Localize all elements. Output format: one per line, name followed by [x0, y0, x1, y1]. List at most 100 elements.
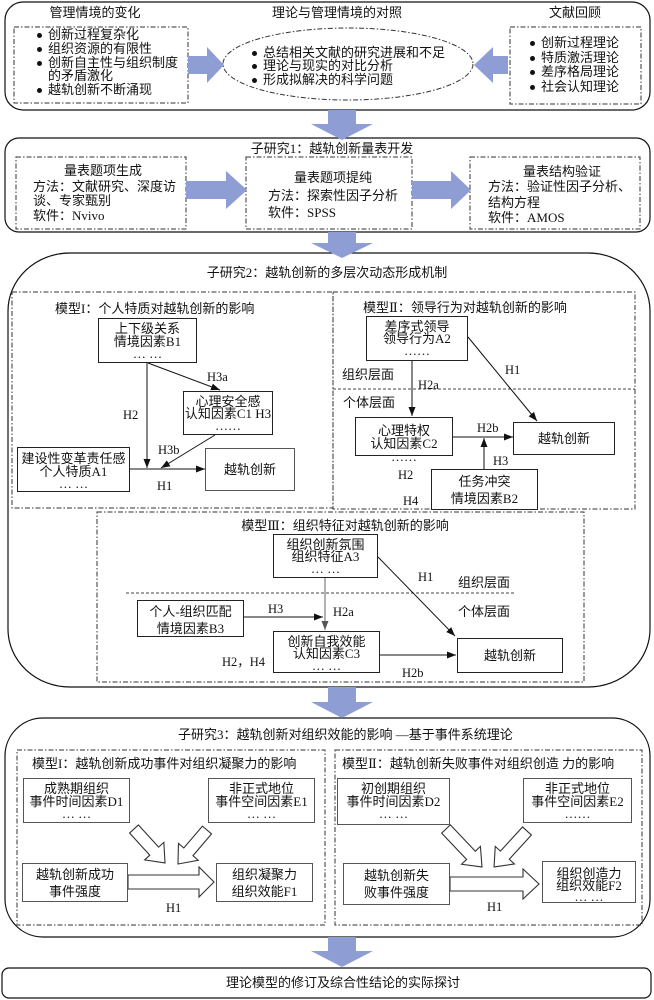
hypothesis-label-h1: H1	[487, 900, 503, 914]
hollow-arrow-d2-icon	[440, 824, 483, 868]
node-c2: 心理特权 认知因素C2 ……	[355, 417, 453, 463]
node-b3: 个人-组织匹配 情境因素B3	[137, 600, 244, 637]
node-b1: 上下级关系 情境因素B1 … …	[98, 318, 197, 363]
comparison-title: 理论与管理情境的对照	[271, 5, 402, 20]
literature-review-box	[509, 26, 642, 105]
context-item-continuation: 的矛盾激化	[37, 69, 113, 83]
node-c1: 心理安全感 认知因素C1 H3 ……	[183, 391, 273, 435]
literature-item: 特质激活理论	[530, 51, 619, 65]
arrow-left-icon	[474, 47, 508, 83]
hollow-arrow-e1-icon	[177, 825, 213, 865]
study3-container	[4, 717, 651, 938]
bullet-icon	[37, 46, 42, 52]
step-title: 量表结构验证	[522, 164, 601, 179]
node-line: 心理特权	[377, 423, 430, 438]
hypothesis-label-h2-h4: H2，H4	[222, 655, 266, 669]
model1-title: 模型I：个人特质对越轨创新的影响	[55, 301, 255, 316]
conclusion-text: 理论模型的修订及综合性结论的实际探讨	[225, 975, 460, 990]
node-line: 任务冲突	[458, 474, 511, 489]
node-outcome: 越轨创新	[205, 448, 295, 491]
node-line: 非正式地位	[228, 781, 294, 796]
node-line: … …	[61, 806, 92, 821]
node-line: … …	[310, 561, 341, 576]
node-line: 组织效能F2	[556, 877, 622, 893]
step-line: 软件：SPSS	[268, 205, 336, 220]
bullet-spacer	[37, 74, 42, 79]
study1-title: 子研究1：越轨创新量表开发	[250, 141, 414, 156]
study1-step-box-generation	[15, 156, 187, 230]
hypothesis-label-h2b: H2b	[402, 666, 424, 680]
node-line: 组织特征A3	[291, 549, 360, 564]
context-item: 组织资源的有限性	[37, 42, 152, 56]
node-line: 越轨创新成功	[35, 867, 114, 882]
bullet-icon	[252, 77, 257, 83]
context-item-text: 的矛盾激化	[48, 68, 114, 83]
node-line: 创新自我效能	[287, 634, 366, 649]
step-line: 结构方程	[488, 195, 541, 210]
node-line: … …	[132, 346, 163, 361]
study2-model3-box	[96, 511, 585, 683]
bullet-icon	[37, 87, 42, 93]
context-item-text: 创新过程复杂化	[48, 27, 140, 42]
node-line: 上下级关系	[114, 321, 180, 336]
node-line: 事件时间因素D1	[29, 793, 124, 809]
level-label-org: 组织层面	[458, 575, 511, 590]
arrow-right-icon	[412, 171, 471, 209]
comparison-item: 理论与现实的对比分析	[252, 59, 393, 73]
comparison-item-text: 总结相关文献的研究进展和不足	[263, 45, 446, 60]
literature-item: 差序格局理论	[530, 65, 619, 79]
node-line: 个人特质A1	[39, 463, 108, 479]
hypothesis-label-h3: H3	[268, 602, 284, 616]
arrow-down-icon	[311, 110, 373, 140]
node-line: 情境因素B2	[450, 491, 519, 506]
literature-item: 创新过程理论	[530, 36, 619, 50]
node-line: 越轨创新失	[363, 868, 429, 883]
node-line: … …	[378, 806, 409, 821]
arrow-down-icon	[311, 687, 373, 718]
node-line: 非正式地位	[544, 781, 610, 796]
study3-model1-box	[16, 749, 326, 926]
study3-title: 子研究3：越轨创新对组织效能的影响 —基于事件系统理论	[178, 727, 513, 742]
node-line: ……	[564, 806, 591, 821]
hypothesis-label-h1: H1	[418, 570, 434, 584]
study3-model2-box	[334, 749, 643, 926]
literature-item-text: 特质激活理论	[541, 50, 620, 65]
node-line: … …	[246, 806, 277, 821]
hollow-arrow-h1-icon	[127, 865, 215, 899]
bullet-icon	[37, 32, 42, 38]
comparison-item-text: 形成拟解决的科学问题	[263, 72, 394, 87]
node-b2: 任务冲突 情境因素B2	[431, 469, 538, 510]
hypothesis-label-h3b: H3b	[158, 443, 180, 457]
node-line: 个人-组织匹配	[149, 604, 232, 619]
node-f2: 组织创造力 组织效能F2 … …	[542, 861, 636, 903]
hollow-arrow-h1-icon	[449, 867, 540, 901]
hypothesis-label-h3: H3	[493, 454, 509, 468]
node-line: 心理安全感	[195, 394, 261, 409]
node-line: 情境因素B3	[156, 621, 225, 636]
node-line: ……	[404, 343, 430, 358]
node-line: 建设性变革责任感	[21, 451, 126, 466]
model2-title: 模型Ⅱ：领导行为对越轨创新的影响	[363, 300, 567, 315]
bullet-icon	[37, 60, 42, 66]
hypothesis-label-h2a: H2a	[418, 378, 439, 392]
study2-model1-box	[11, 291, 334, 509]
hypothesis-label-h2: H2	[123, 408, 139, 422]
node-line: 越轨创新	[223, 462, 276, 477]
study1-container	[4, 137, 651, 233]
conclusion-container	[1, 967, 652, 999]
management-context-title: 管理情境的变化	[49, 5, 141, 20]
hypothesis-label-h2a: H2a	[333, 605, 354, 619]
context-item-text: 组织资源的有限性	[48, 41, 153, 56]
comparison-item-text: 理论与现实的对比分析	[263, 58, 394, 73]
node-line: 成熟期组织	[43, 781, 109, 796]
node-c3: 创新自我效能 认知因素C3 … …	[273, 631, 380, 673]
bullet-icon	[530, 69, 535, 75]
study3-model1-title: 模型I：越轨创新成功事件对组织凝聚力的影响	[32, 756, 297, 771]
node-outcome: 越轨创新	[513, 422, 615, 455]
arrow-down-icon	[311, 937, 373, 967]
comparison-item: 总结相关文献的研究进展和不足	[252, 46, 445, 60]
step-line: 方法：文献研究、深度访	[33, 179, 177, 194]
node-d2: 初创期组织 事件时间因素D2 … …	[337, 778, 450, 825]
node-a2: 差序式领导 领导行为A2 ……	[366, 316, 468, 361]
hypothesis-label-h1: H1	[505, 363, 521, 377]
